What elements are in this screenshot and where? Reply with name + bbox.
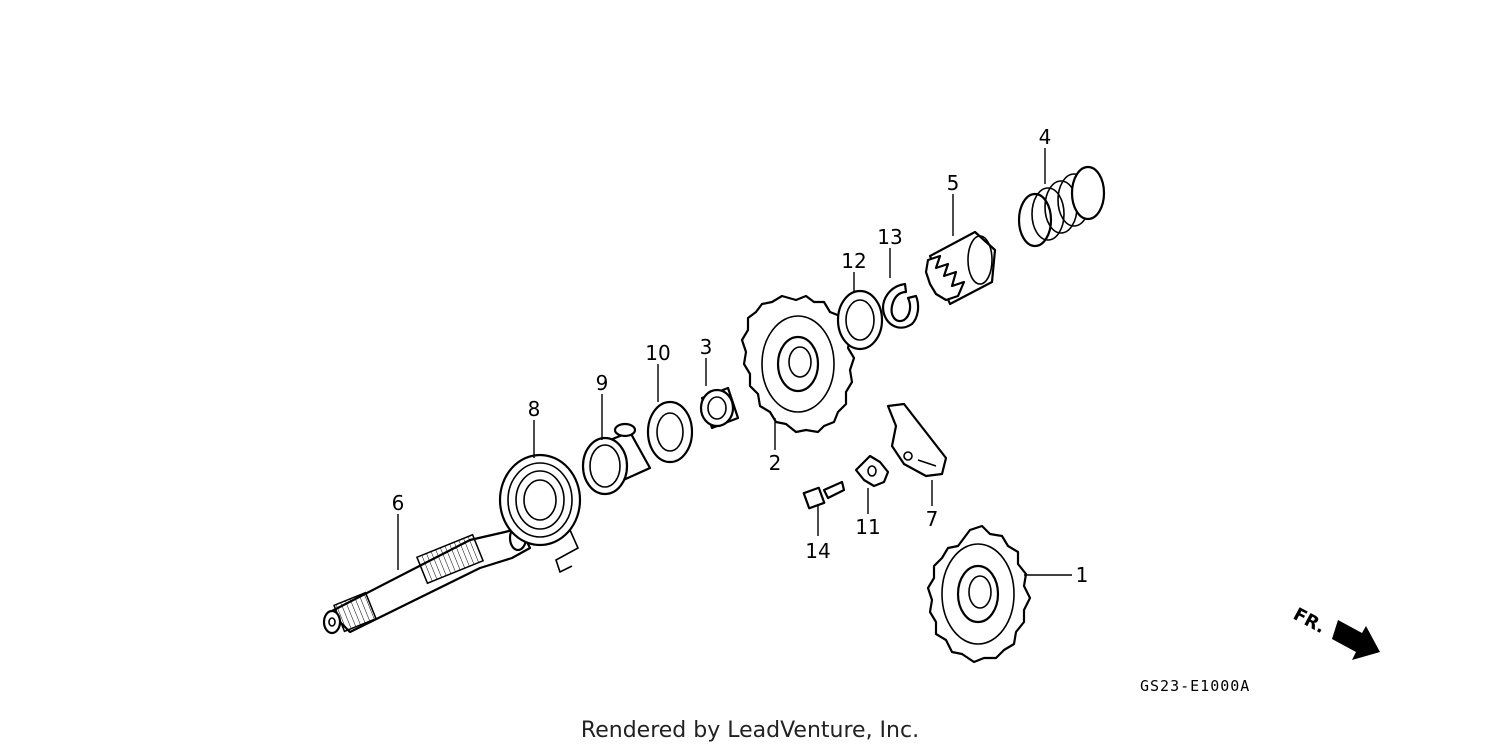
final-gear-part-1	[926, 524, 1032, 664]
kick-spring-part-8	[498, 453, 582, 574]
guide-plate-part-7	[886, 402, 948, 478]
callout-5: 5	[947, 171, 960, 195]
washer-part-10	[646, 400, 694, 464]
callout-3: 3	[700, 335, 713, 359]
collar-part-3	[699, 386, 740, 430]
callout-11: 11	[855, 515, 880, 539]
callout-6: 6	[392, 491, 405, 515]
callout-4: 4	[1039, 125, 1052, 149]
callout-14: 14	[805, 539, 830, 563]
lock-washer-part-11	[854, 454, 890, 488]
callout-1: 1	[1076, 563, 1089, 587]
thrust-washer-part-12	[836, 289, 884, 351]
callout-9: 9	[596, 371, 609, 395]
callout-13: 13	[877, 225, 902, 249]
callout-10: 10	[645, 341, 670, 365]
leader-lines	[397, 148, 1072, 576]
ratchet-spring-part-4	[1017, 165, 1106, 248]
diagram-code: GS23-E1000A	[1140, 677, 1250, 695]
callout-7: 7	[926, 507, 939, 531]
bushing-part-9	[581, 422, 652, 496]
kick-spindle-part-6	[322, 524, 532, 635]
front-label: FR.	[1290, 604, 1329, 638]
front-direction-indicator: FR.	[1290, 604, 1380, 660]
front-arrow-icon	[1332, 620, 1380, 660]
callout-8: 8	[528, 397, 541, 421]
circlip-part-13	[882, 282, 920, 329]
idle-gear-part-2	[740, 294, 856, 434]
render-credit: Rendered by LeadVenture, Inc.	[581, 718, 919, 743]
ratchet-part-5	[924, 230, 997, 306]
callout-12: 12	[841, 249, 866, 273]
bolt-part-14	[802, 480, 846, 510]
callout-2: 2	[769, 451, 782, 475]
